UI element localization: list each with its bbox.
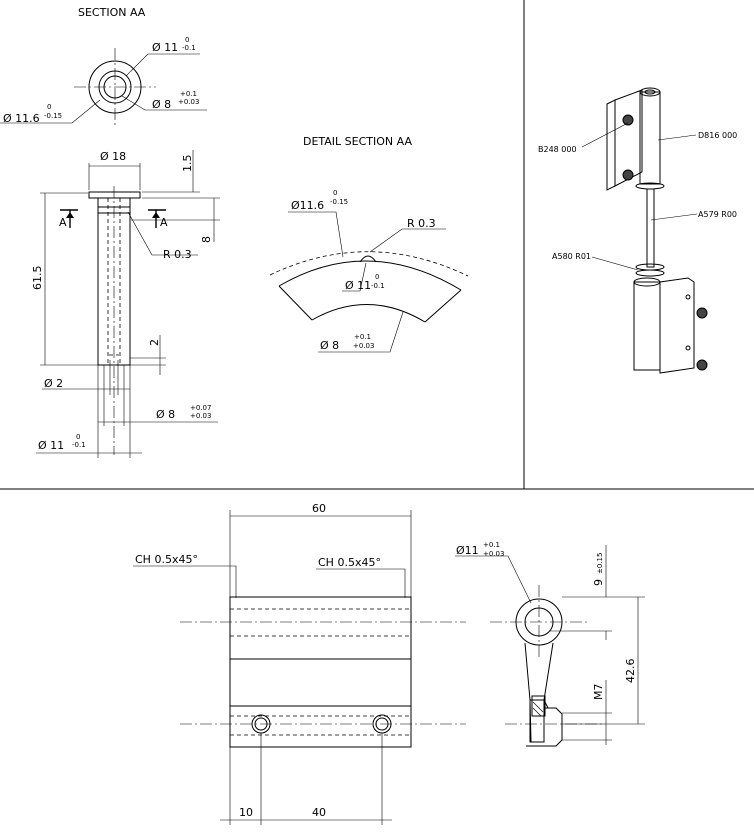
bracket-dim-10: 10 xyxy=(239,806,253,819)
svg-text:+0.03: +0.03 xyxy=(483,550,504,558)
pin-dim-2: 2 xyxy=(148,339,161,346)
section-aa-leader-11 xyxy=(125,53,149,77)
section-aa-dim-11-6: Ø 11.6 xyxy=(3,112,40,125)
detail-dim-11-6: Ø11.6 xyxy=(291,199,324,212)
svg-text:+0.03: +0.03 xyxy=(178,98,199,106)
svg-text:0: 0 xyxy=(47,103,51,111)
section-aa-groove-circle xyxy=(98,70,132,104)
chamfer-right: CH 0.5x45° xyxy=(318,556,381,569)
svg-text:0: 0 xyxy=(76,433,80,441)
section-aa-leader-8 xyxy=(121,95,207,111)
bracket-side-view: Ø11 +0.1 +0.03 9 ±0.15 42.6 M7 xyxy=(455,541,645,747)
side-eye-outer xyxy=(515,598,563,646)
svg-text:-0.15: -0.15 xyxy=(330,198,348,206)
assembly-label-d816: D816 000 xyxy=(698,131,737,140)
detail-dim-11: Ø 11 xyxy=(345,279,371,292)
detail-title: DETAIL SECTION AA xyxy=(303,135,412,148)
section-aa-dim-11: Ø 11 xyxy=(152,41,178,54)
svg-text:+0.07: +0.07 xyxy=(190,404,211,412)
assembly-label-a579: A579 R00 xyxy=(698,210,737,219)
pin-view: A A Ø 18 1.5 8 R 0.3 61.5 2 Ø 2 xyxy=(31,150,220,458)
pin-dim-hole-2: Ø 2 xyxy=(44,377,63,390)
svg-text:+0.1: +0.1 xyxy=(483,541,500,549)
assembly-rod xyxy=(646,188,655,268)
pin-head xyxy=(88,191,141,199)
pin-dim-r03: R 0.3 xyxy=(163,248,192,261)
detail-section-view: DETAIL SECTION AA Ø11.6 0 -0.15 R 0.3 Ø … xyxy=(269,135,469,353)
svg-text:±0.15: ±0.15 xyxy=(596,553,604,574)
svg-text:-0.1: -0.1 xyxy=(182,44,196,52)
detail-groove-arc xyxy=(269,251,469,277)
svg-text:-0.1: -0.1 xyxy=(72,441,86,449)
svg-text:-0.1: -0.1 xyxy=(371,282,385,290)
bracket-dim-40: 40 xyxy=(312,806,326,819)
svg-text:0: 0 xyxy=(375,273,379,281)
pin-dim-18: Ø 18 xyxy=(100,150,126,163)
assembly-label-b248: B248 000 xyxy=(538,145,577,154)
section-aa-leader-11-6 xyxy=(0,99,101,124)
section-aa-outer-circle xyxy=(88,60,142,114)
detail-bore-arc xyxy=(311,304,426,323)
side-eye-inner xyxy=(524,607,554,637)
assembly-upper-cylinder xyxy=(639,91,661,185)
section-aa-bore-circle xyxy=(103,75,127,99)
assembly-view: B248 000 D816 000 A579 R00 A580 R01 xyxy=(538,87,737,374)
bracket-front-view: 60 CH 0.5x45° CH 0.5x45° 10 40 xyxy=(133,502,466,825)
detail-dim-r03: R 0.3 xyxy=(407,217,436,230)
side-dim-m7: M7 xyxy=(592,684,605,701)
side-dim-11: Ø11 xyxy=(456,544,479,557)
section-aa-dim-8: Ø 8 xyxy=(152,98,171,111)
section-aa-view: SECTION AA Ø 11 0 -0.1 Ø 11.6 0 -0.15 Ø … xyxy=(0,6,207,128)
section-aa-title: SECTION AA xyxy=(78,6,146,19)
svg-text:+0.1: +0.1 xyxy=(354,333,371,341)
assembly-label-a580: A580 R01 xyxy=(552,252,591,261)
section-marker-left: A xyxy=(59,216,67,229)
assembly-lower-cylinder xyxy=(633,281,661,371)
svg-text:0: 0 xyxy=(185,36,189,44)
side-dim-42-6: 42.6 xyxy=(624,659,637,684)
svg-text:+0.1: +0.1 xyxy=(180,90,197,98)
side-dim-9: 9 xyxy=(592,579,605,586)
section-marker-right: A xyxy=(160,216,168,229)
pin-dim-8: 8 xyxy=(200,236,213,243)
bracket-dim-60: 60 xyxy=(312,502,326,515)
detail-dim-8: Ø 8 xyxy=(320,339,339,352)
pin-dim-61-5: 61.5 xyxy=(31,266,44,291)
pin-dim-11-tol: Ø 11 xyxy=(38,439,64,452)
detail-notch xyxy=(359,255,377,263)
pin-dim-1-5: 1.5 xyxy=(181,155,194,173)
chamfer-left: CH 0.5x45° xyxy=(135,553,198,566)
detail-outer-arc xyxy=(278,260,462,291)
pin-dim-8-tol: Ø 8 xyxy=(156,408,175,421)
svg-text:+0.03: +0.03 xyxy=(353,342,374,350)
svg-text:0: 0 xyxy=(333,189,337,197)
bracket-body xyxy=(229,596,412,748)
svg-text:-0.15: -0.15 xyxy=(44,112,62,120)
svg-text:+0.03: +0.03 xyxy=(190,412,211,420)
